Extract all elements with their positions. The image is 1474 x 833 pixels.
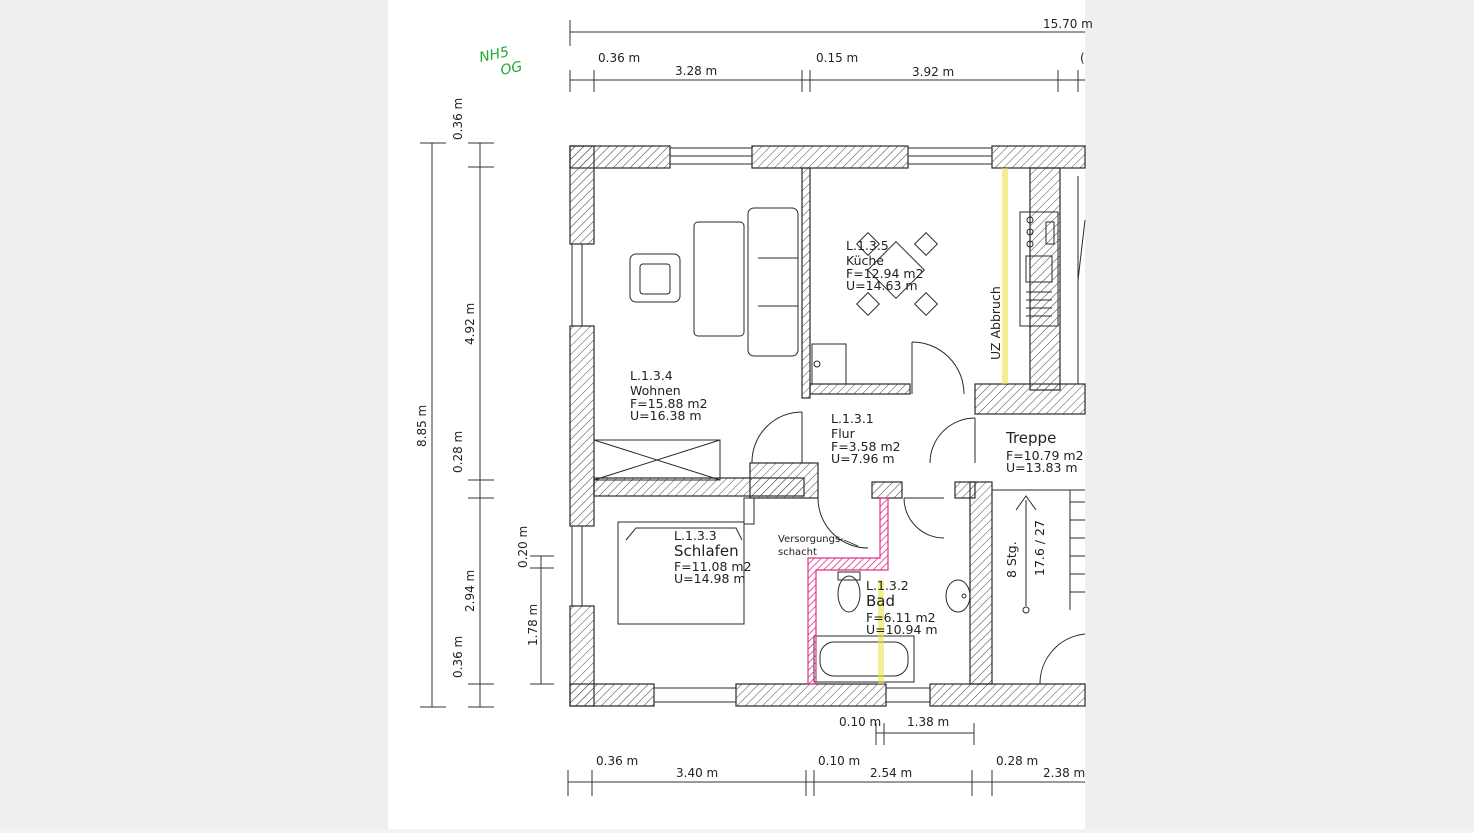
dim-top-wall-mid: 0.15 m [816,51,858,65]
bottom-dimension-lines [567,723,1085,796]
room-perimeter: U=16.38 m [630,408,702,423]
dim-bottom-schlafen: 3.40 m [676,766,718,780]
windows [571,147,993,703]
furniture-bath [813,571,971,683]
room-id: L.1.3.4 [630,368,673,383]
dim-left-schlafen: 2.94 m [463,570,477,612]
interior-walls [593,167,1086,685]
room-area: F=12.94 m2 [846,266,924,281]
room-perimeter: U=14.63 m [846,278,918,293]
dim-overall-width: 15.70 m [1043,17,1093,31]
dim-top-wohnen: 3.28 m [675,64,717,78]
handwritten-note: NH5 OG [478,44,524,79]
room-id: L.1.3.3 [674,528,717,543]
room-perimeter: U=7.96 m [831,451,895,466]
room-perimeter: U=13.83 m [1006,460,1078,475]
room-area: F=10.79 m2 [1006,448,1084,463]
dim-bottom-wall-right: 0.28 m [996,754,1038,768]
dim-bottom-wall-left: 0.36 m [596,754,638,768]
stairs [992,489,1085,614]
room-name: Schlafen [674,542,739,560]
room-name: Wohnen [630,383,681,398]
room-perimeter: U=10.94 m [866,622,938,637]
room-id: L.1.3.5 [846,238,889,253]
furniture-living [593,207,799,481]
dim-left-mid-wall: 0.28 m [451,431,465,473]
dim-left-wohnen: 4.92 m [463,303,477,345]
room-treppe: Treppe F=10.79 m2 U=13.83 m [1005,429,1084,475]
room-area: F=6.11 m2 [866,610,936,625]
room-flur: L.1.3.1 Flur F=3.58 m2 U=7.96 m [831,411,901,466]
blurred-background-right [1085,0,1474,829]
dim-bottom-bad: 2.54 m [870,766,912,780]
left-dimension-lines [420,142,554,708]
dim-top-kueche: 3.92 m [912,65,954,79]
floor-plan-sheet: NH5 OG 15.70 m 0.36 m 0.15 m 3.28 m 3.92… [388,0,1093,829]
shaft-label-line-1: Versorgungs- [778,534,844,545]
room-kueche: L.1.3.5 Küche F=12.94 m2 U=14.63 m [846,238,924,293]
dim-bottom-treppe: 2.38 m [1043,766,1085,780]
note-line-2: OG [499,59,524,79]
dim-bottom-wall-mid: 0.10 m [818,754,860,768]
dim-bottom-window: 1.38 m [907,715,949,729]
room-name: Treppe [1005,429,1056,447]
dim-bottom-door-wall: 0.10 m [839,715,881,729]
shaft-label: Versorgungs- schacht [778,534,859,558]
room-perimeter: U=14.98 m [674,571,746,586]
demolition-highlight [878,168,1008,684]
blurred-background-left [0,0,388,829]
dim-left-bottom-wall: 0.36 m [451,636,465,678]
room-schlafen: L.1.3.3 Schlafen F=11.08 m2 U=14.98 m [674,528,752,586]
furniture-kitchen [811,176,1086,385]
doors [751,341,1086,685]
dim-left-window: 1.78 m [526,604,540,646]
room-bad: L.1.3.2 Bad F=6.11 m2 U=10.94 m [866,578,938,637]
room-name: Bad [866,592,895,610]
dim-top-wall-left: 0.36 m [598,51,640,65]
dim-left-sill: 0.20 m [516,526,530,568]
room-area: F=3.58 m2 [831,439,901,454]
stairs-dimension: 17.6 / 27 [1032,520,1047,576]
room-id: L.1.3.1 [831,411,874,426]
dim-left-top-wall: 0.36 m [451,98,465,140]
room-name: Flur [831,426,856,441]
floor-plan-drawing: NH5 OG 15.70 m 0.36 m 0.15 m 3.28 m 3.92… [415,17,1093,796]
room-area: F=15.88 m2 [630,396,708,411]
dim-top-cut: ( [1080,51,1085,65]
stairs-count: 8 Stg. [1004,541,1019,578]
dim-left-overall: 8.85 m [415,405,429,447]
top-dimension-lines [569,20,1085,92]
room-wohnen: L.1.3.4 Wohnen F=15.88 m2 U=16.38 m [630,368,708,423]
shaft-label-line-2: schacht [778,547,817,558]
abbruch-label: UZ Abbruch [988,286,1003,360]
room-id: L.1.3.2 [866,578,909,593]
note-line-1: NH5 [478,44,511,66]
room-area: F=11.08 m2 [674,559,752,574]
furniture-bedroom [617,497,755,625]
room-name: Küche [846,253,884,268]
supply-shaft [807,497,889,685]
